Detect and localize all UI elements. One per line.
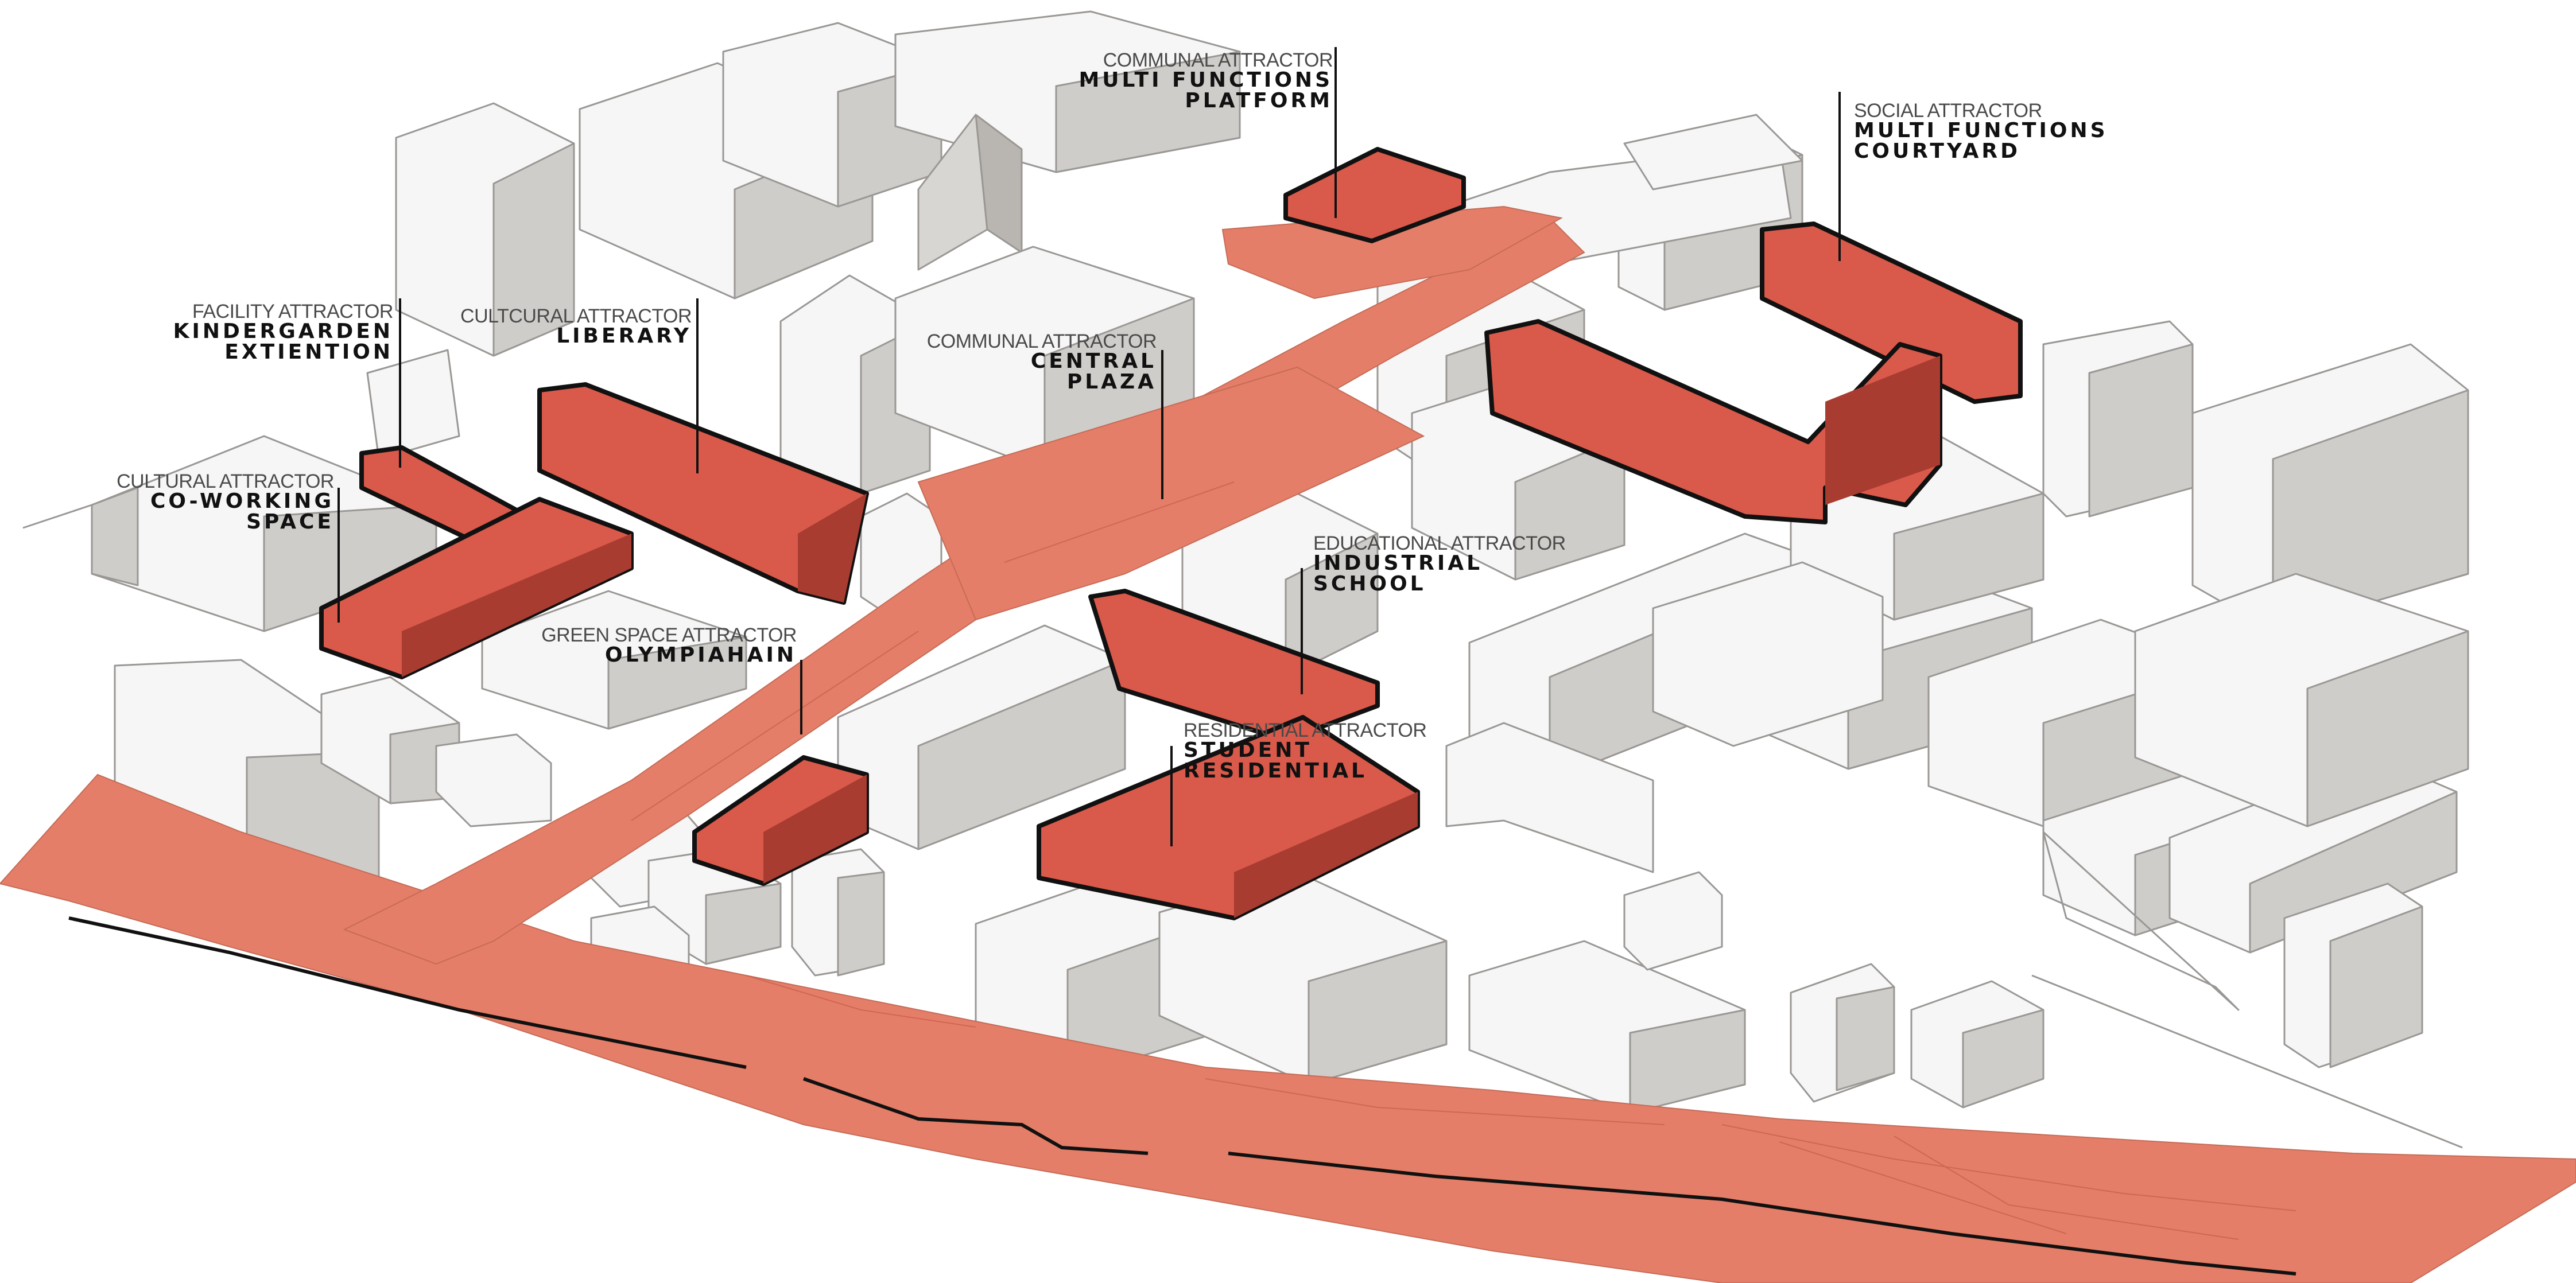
label-name: RESIDENTIAL: [1184, 761, 1426, 782]
label-name: PLAZA: [927, 372, 1157, 392]
label-social-courtyard: SOCIAL ATTRACTOR MULTI FUNCTIONS COURTYA…: [1854, 101, 2108, 162]
label-green-olympiahain: GREEN SPACE ATTRACTOR OLYMPIAHAIN: [541, 625, 797, 666]
label-name: SPACE: [117, 512, 334, 532]
label-residential-student: RESIDENTIAL ATTRACTOR STUDENT RESIDENTIA…: [1184, 721, 1426, 782]
label-facility-kindergarden: FACILITY ATTRACTOR KINDERGARDEN EXTIENTI…: [173, 302, 393, 363]
label-category: GREEN SPACE ATTRACTOR: [541, 625, 797, 645]
label-name: CO-WORKING: [117, 491, 334, 512]
label-category: COMMUNAL ATTRACTOR: [1078, 50, 1333, 70]
label-name: MULTI FUNCTIONS: [1078, 70, 1333, 91]
label-name: OLYMPIAHAIN: [541, 645, 797, 666]
label-name: STUDENT: [1184, 740, 1426, 761]
label-category: COMMUNAL ATTRACTOR: [927, 332, 1157, 351]
label-category: CULTCURAL ATTRACTOR: [460, 306, 692, 326]
label-cultural-library: CULTCURAL ATTRACTOR LIBERARY: [460, 306, 692, 347]
label-category: FACILITY ATTRACTOR: [173, 302, 393, 321]
label-name: CENTRAL: [927, 351, 1157, 372]
label-category: SOCIAL ATTRACTOR: [1854, 101, 2108, 120]
label-name: EXTIENTION: [173, 342, 393, 363]
label-educational-school: EDUCATIONAL ATTRACTOR INDUSTRIAL SCHOOL: [1313, 534, 1566, 594]
label-category: CULTURAL ATTRACTOR: [117, 472, 334, 491]
label-name: MULTI FUNCTIONS: [1854, 120, 2108, 141]
label-cultural-coworking: CULTURAL ATTRACTOR CO-WORKING SPACE: [117, 472, 334, 532]
label-name: INDUSTRIAL: [1313, 553, 1566, 574]
label-category: RESIDENTIAL ATTRACTOR: [1184, 721, 1426, 740]
label-communal-platform: COMMUNAL ATTRACTOR MULTI FUNCTIONS PLATF…: [1078, 50, 1333, 111]
label-name: SCHOOL: [1313, 574, 1566, 594]
label-name: PLATFORM: [1078, 91, 1333, 111]
label-communal-plaza: COMMUNAL ATTRACTOR CENTRAL PLAZA: [927, 332, 1157, 392]
label-name: COURTYARD: [1854, 141, 2108, 162]
label-name: LIBERARY: [460, 326, 692, 347]
label-name: KINDERGARDEN: [173, 321, 393, 342]
label-category: EDUCATIONAL ATTRACTOR: [1313, 534, 1566, 553]
